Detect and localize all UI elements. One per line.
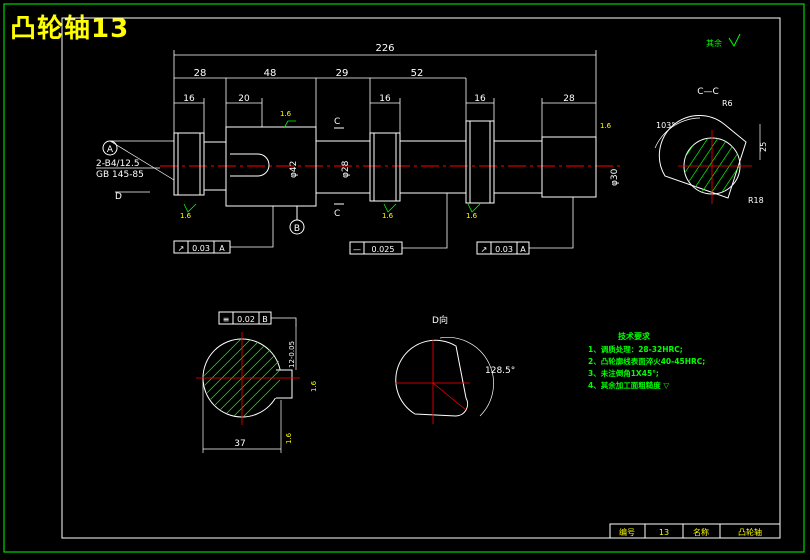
roughness-symbol-icon <box>728 33 741 48</box>
dim-28a: 28 <box>194 68 207 79</box>
title-block-label-1: 编号 <box>619 527 635 537</box>
roughness-marks: 1.6 1.6 1.6 1.6 1.6 <box>180 110 612 220</box>
svg-text:1.6: 1.6 <box>382 212 394 220</box>
svg-text:B: B <box>262 315 268 324</box>
angle-103: 103° <box>656 121 675 130</box>
title-block-value-1: 13 <box>659 528 669 537</box>
radius-r6: R6 <box>722 99 733 108</box>
tech-heading: 技术要求 <box>618 331 651 341</box>
inner-border <box>61 17 781 539</box>
svg-text:↗: ↗ <box>178 244 185 253</box>
title-block-value-2: 凸轮轴 <box>738 527 762 537</box>
svg-text:A: A <box>520 245 526 254</box>
section-cc-view: C—C 103° R6 R18 25 <box>654 87 768 205</box>
dim-52: 52 <box>411 68 424 79</box>
svg-text:1.6: 1.6 <box>310 380 318 392</box>
tolerance-frame-4: ≡ 0.02 B <box>218 311 297 326</box>
title-block: 编号 13 名称 凸轮轴 <box>609 523 781 539</box>
svg-text:1.6: 1.6 <box>180 212 192 220</box>
svg-text:0.02: 0.02 <box>237 315 255 324</box>
svg-text:0.03: 0.03 <box>192 244 210 253</box>
tolerance-frame-1: ↗ 0.03 A <box>173 206 274 254</box>
view-d-title: D向 <box>432 314 448 326</box>
svg-text:≡: ≡ <box>223 315 230 324</box>
top-dimensions <box>173 50 597 137</box>
dim-37: 37 <box>234 439 245 449</box>
dim-226: 226 <box>375 43 394 54</box>
angle-128: 128.5° <box>485 366 515 376</box>
tech-item-1: 1、调质处理：28-32HRC; <box>588 344 683 354</box>
tech-item-3: 3、未注倒角1X45°; <box>588 368 659 378</box>
tolerance-frame-3: ↗ 0.03 A <box>476 197 574 255</box>
svg-text:1.6: 1.6 <box>600 122 612 130</box>
dim-29: 29 <box>336 68 349 79</box>
roughness-ticks <box>183 120 481 213</box>
svg-text:—: — <box>353 245 361 254</box>
dim-dia28: φ28 <box>341 160 351 178</box>
dim-28b: 28 <box>563 94 575 104</box>
shaft-main-view <box>160 120 620 207</box>
outer-border <box>3 3 805 553</box>
center-hole-spec-2: GB 145-85 <box>96 170 144 180</box>
svg-text:0.03: 0.03 <box>495 245 513 254</box>
tolerance-frame-2: — 0.025 <box>349 193 448 255</box>
svg-text:A: A <box>219 244 225 253</box>
datum-a-label: A <box>107 145 114 155</box>
dim-12: 12-0.05 <box>288 341 296 368</box>
svg-text:1.6: 1.6 <box>285 432 293 444</box>
view-d-label: D <box>115 192 122 202</box>
center-hole-spec-1: 2-B4/12.5 <box>96 159 140 169</box>
tech-requirements: 技术要求 1、调质处理：28-32HRC; 2、凸轮廓线表面淬火40-45HRC… <box>588 331 705 390</box>
svg-text:↗: ↗ <box>481 245 488 254</box>
title-block-label-2: 名称 <box>693 527 709 537</box>
radius-r18: R18 <box>748 196 764 205</box>
section-c-top: C <box>334 117 340 127</box>
section-c-bottom: C <box>334 209 340 219</box>
dim-16b: 16 <box>379 94 391 104</box>
dim-25: 25 <box>759 142 768 152</box>
roughness-note: 其余 <box>706 38 722 48</box>
svg-text:0.025: 0.025 <box>372 245 395 254</box>
tech-item-4: 4、其余加工面粗糙度 ▽ <box>588 380 669 390</box>
svg-text:1.6: 1.6 <box>280 110 292 118</box>
dim-16c: 16 <box>474 94 486 104</box>
view-d: D向 128.5° <box>395 314 515 424</box>
svg-text:1.6: 1.6 <box>466 212 478 220</box>
tech-item-2: 2、凸轮廓线表面淬火40-45HRC; <box>588 356 705 366</box>
dim-dia42: φ42 <box>289 161 299 178</box>
dim-16a: 16 <box>183 94 195 104</box>
dim-48: 48 <box>264 68 277 79</box>
dim-20: 20 <box>238 94 250 104</box>
keyway-section-view: 37 12-0.05 1.6 1.6 <box>196 325 318 453</box>
datum-b-label: B <box>294 224 300 234</box>
page-title: 凸轮轴13 <box>10 14 130 44</box>
section-cc-label: C—C <box>697 87 719 97</box>
dim-dia30: φ30 <box>610 168 620 186</box>
